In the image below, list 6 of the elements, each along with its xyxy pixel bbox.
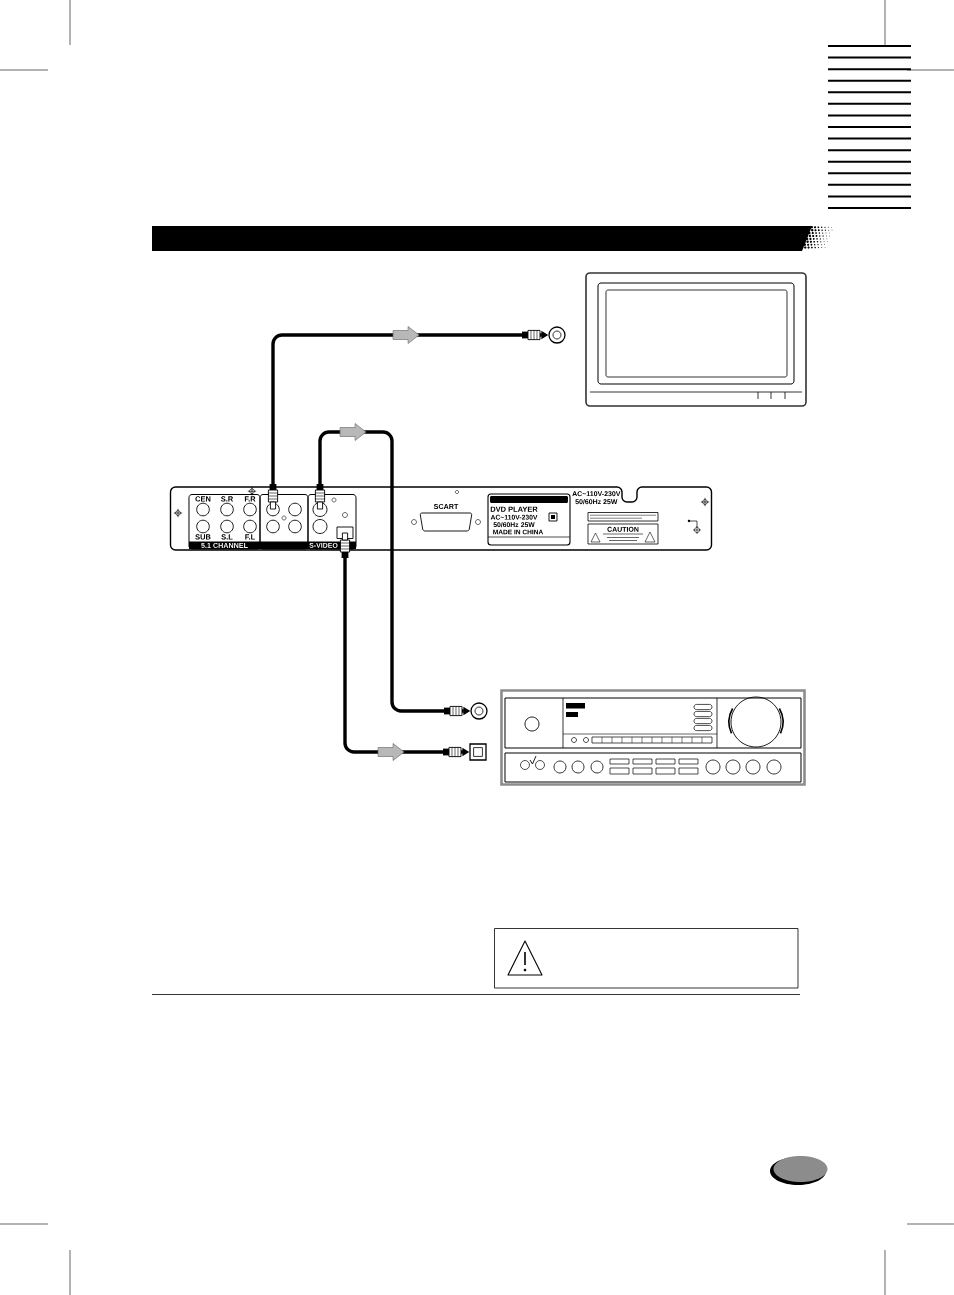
rear-panel-drawing (169, 486, 713, 551)
amplifier-drawing (500, 689, 806, 786)
tv-drawing (585, 272, 807, 407)
round-socket (548, 326, 566, 344)
square-socket (469, 743, 487, 761)
round-socket (470, 702, 488, 720)
